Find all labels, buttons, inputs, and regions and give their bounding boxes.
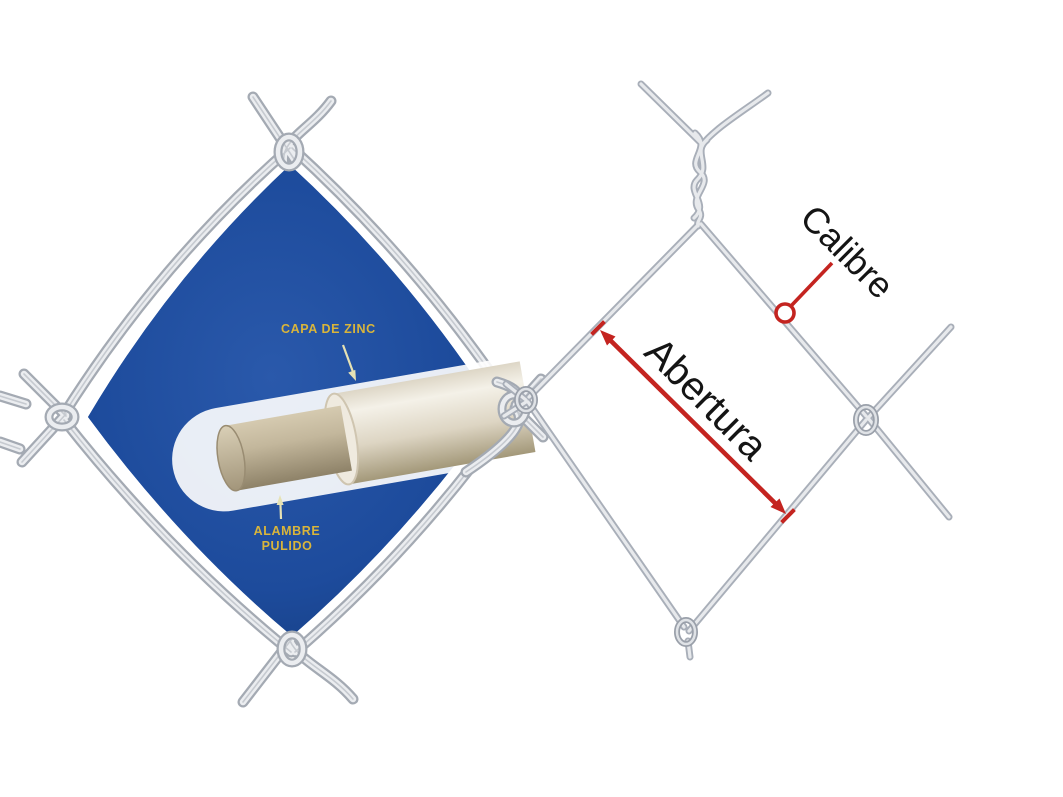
gauge-leader-annotation <box>774 261 834 324</box>
zinc-coating-label: CAPA DE ZINC <box>281 322 376 336</box>
left-panel-wire-closeup <box>0 97 582 702</box>
polished-wire-core-face <box>216 424 246 492</box>
left-mesh-knuckles <box>44 132 308 668</box>
right-mesh-wires <box>504 84 951 657</box>
opening-dimension-arrow <box>590 320 796 524</box>
zinc-callout-arrow <box>341 344 356 381</box>
right-panel-mesh-diagram <box>504 84 951 657</box>
right-mesh-knuckles <box>514 386 879 647</box>
polished-wire-core <box>224 405 352 491</box>
gauge-marker-circle <box>774 302 796 324</box>
core-callout-arrow <box>276 495 284 520</box>
polished-wire-label: ALAMBRE PULIDO <box>253 524 321 553</box>
